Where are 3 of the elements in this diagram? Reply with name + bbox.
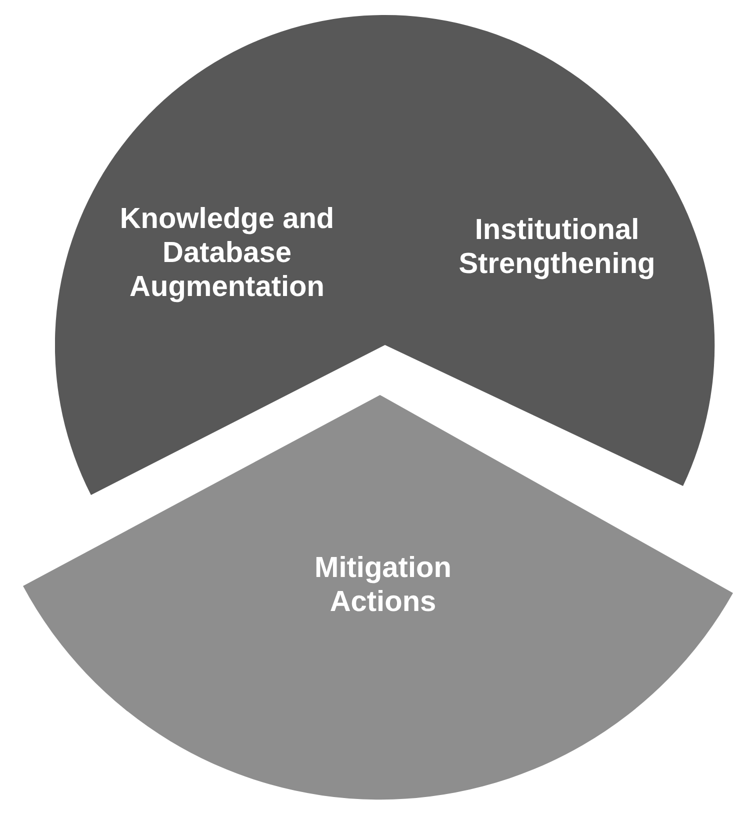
- sector-label: Mitigation Actions: [314, 551, 452, 619]
- sector-label: Institutional Strengthening: [458, 213, 656, 281]
- sector-label: Knowledge and Database Augmentation: [118, 202, 336, 304]
